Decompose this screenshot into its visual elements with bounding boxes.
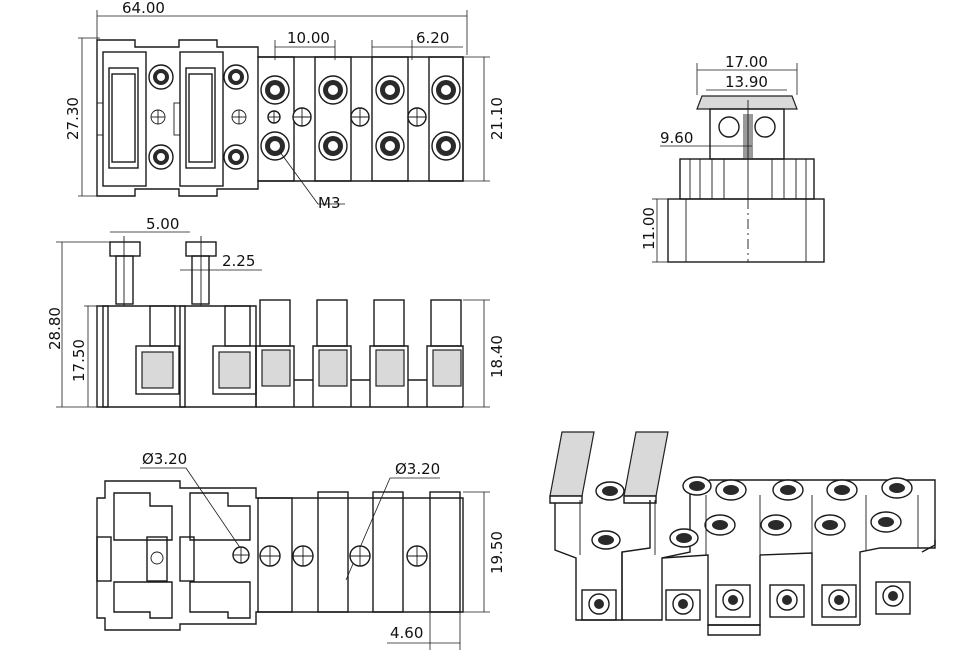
dim-overall-depth: 27.30 [64, 97, 82, 140]
dim-top-width: 17.00 [725, 53, 768, 71]
dim-contact-width: 6.20 [416, 29, 449, 47]
iso-front-screws [581, 581, 911, 621]
front-view: 5.00 2.25 [46, 215, 506, 408]
front-terminals [255, 299, 464, 408]
dim-clamp-width: 5.00 [146, 215, 179, 233]
dim-hole-dia-left: Ø3.20 [142, 450, 187, 468]
dim-inner-width: 13.90 [725, 73, 768, 91]
dim-body-depth: 21.10 [488, 97, 506, 140]
screw-heads-terminals [260, 75, 461, 161]
bottom-view: Ø3.20 Ø3.20 19.50 4.60 [96, 450, 506, 650]
dim-total-height: 28.80 [46, 307, 64, 350]
top-view: 64.00 10.00 6.20 27.30 21.10 [64, 0, 506, 212]
end-view: 17.00 13.90 9.60 11.00 [640, 53, 825, 263]
terminal-cells [257, 56, 464, 182]
iso-screw-heads-front [591, 511, 902, 550]
dim-overall-length: 64.00 [122, 0, 165, 17]
dim-screw-label: M3 [318, 194, 341, 212]
dim-bottom-depth: 19.50 [488, 531, 506, 574]
dim-pitch: 10.00 [287, 29, 330, 47]
dim-clamp-offset: 2.25 [222, 252, 255, 270]
dim-hole-dia-right: Ø3.20 [395, 460, 440, 478]
dim-base-height: 11.00 [640, 207, 658, 250]
screw-heads-clamp [148, 64, 249, 170]
iso-screw-heads-back [595, 476, 913, 501]
isometric-view [549, 431, 936, 636]
dim-slot-width: 4.60 [390, 624, 423, 642]
dim-screw-height: 9.60 [660, 129, 693, 147]
dim-right-height: 18.40 [488, 335, 506, 378]
dim-body-height: 17.50 [70, 339, 88, 382]
